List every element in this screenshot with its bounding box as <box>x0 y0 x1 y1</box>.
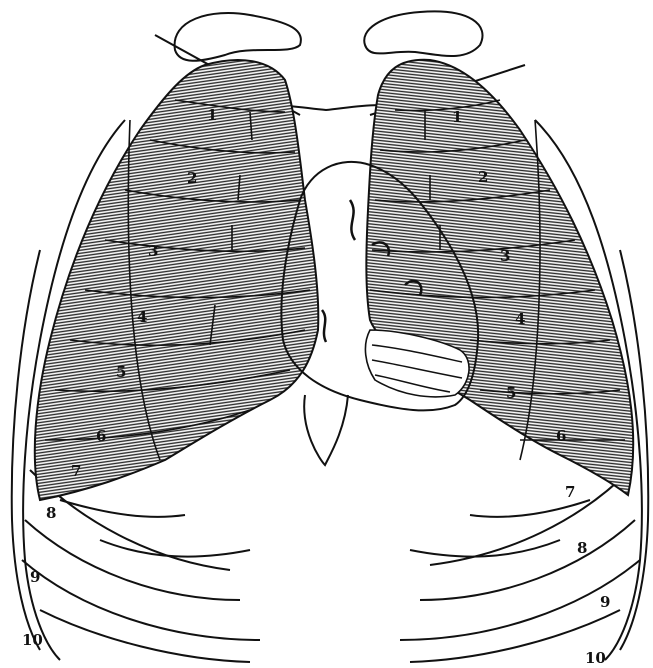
right-rib-8: 8 <box>577 539 587 557</box>
left-rib-1: 1 <box>207 106 217 124</box>
right-rib-10: 10 <box>585 649 606 667</box>
right-rib-7: 7 <box>565 483 575 501</box>
right-rib-9: 9 <box>600 593 610 611</box>
left-rib-9: 9 <box>30 568 40 586</box>
left-rib-10: 10 <box>22 631 43 649</box>
left-lung <box>35 60 319 500</box>
left-rib-7: 7 <box>71 462 81 480</box>
right-rib-2: 2 <box>478 168 488 186</box>
left-rib-6: 6 <box>96 427 106 445</box>
right-lung <box>366 60 633 495</box>
right-rib-6: 6 <box>556 427 566 445</box>
right-rib-3: 3 <box>500 247 510 265</box>
left-rib-2: 2 <box>187 169 197 187</box>
right-rib-1: 1 <box>452 108 462 126</box>
left-rib-8: 8 <box>46 504 56 522</box>
left-rib-4: 4 <box>137 308 147 326</box>
left-rib-5: 5 <box>116 363 126 381</box>
right-rib-5: 5 <box>506 384 516 402</box>
left-rib-3: 3 <box>148 242 158 260</box>
right-rib-4: 4 <box>515 310 525 328</box>
